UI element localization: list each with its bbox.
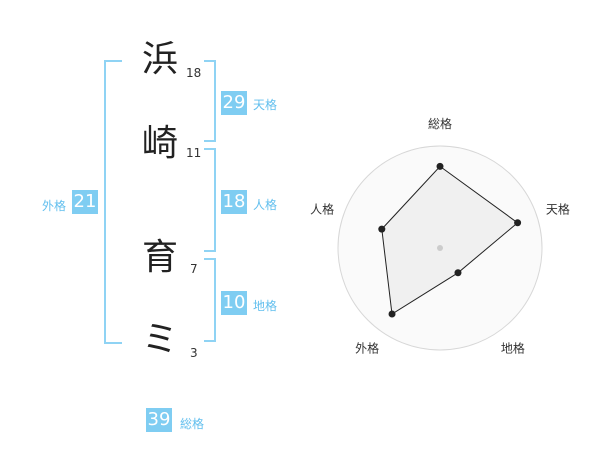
radar-axis-label-2: 地格: [501, 340, 525, 355]
name-char-4: ミ: [141, 319, 178, 360]
radar-point-2: [454, 269, 462, 277]
gaikaku-value: 21: [72, 190, 98, 214]
name-char-1: 浜: [141, 39, 178, 80]
radar-polygon: [381, 165, 519, 315]
stroke-count-1: 18: [186, 66, 202, 80]
gaikaku-bracket: [104, 60, 122, 344]
stroke-count-2: 11: [186, 146, 202, 160]
radar-axis-label-4: 人格: [310, 202, 334, 217]
soukaku-value: 39: [146, 408, 172, 432]
chikaku-bracket: [204, 258, 216, 342]
name-char-2: 崎: [141, 123, 178, 164]
jinkaku-value: 18: [221, 190, 247, 214]
jinkaku-bracket: [204, 148, 216, 252]
stroke-count-3: 7: [190, 262, 198, 276]
radar-center-dot: [437, 245, 443, 251]
chikaku-value: 10: [221, 291, 247, 315]
radar-axis-label-0: 総格: [428, 116, 452, 131]
soukaku-label: 総格: [180, 417, 205, 431]
radar-axis-label-3: 外格: [355, 340, 379, 355]
tenkaku-label: 天格: [253, 98, 278, 112]
radar-point-3: [388, 310, 396, 318]
gaikaku-label: 外格: [42, 199, 67, 213]
chikaku-label: 地格: [253, 299, 278, 313]
tenkaku-bracket: [204, 60, 216, 142]
name-char-3: 育: [141, 237, 178, 278]
radar-axis-label-1: 天格: [546, 202, 570, 217]
radar-point-0: [436, 162, 444, 170]
radar-point-1: [514, 219, 522, 227]
jinkaku-label: 人格: [253, 198, 278, 212]
radar-point-4: [378, 225, 386, 233]
stroke-count-4: 3: [190, 346, 198, 360]
tenkaku-value: 29: [221, 91, 247, 115]
